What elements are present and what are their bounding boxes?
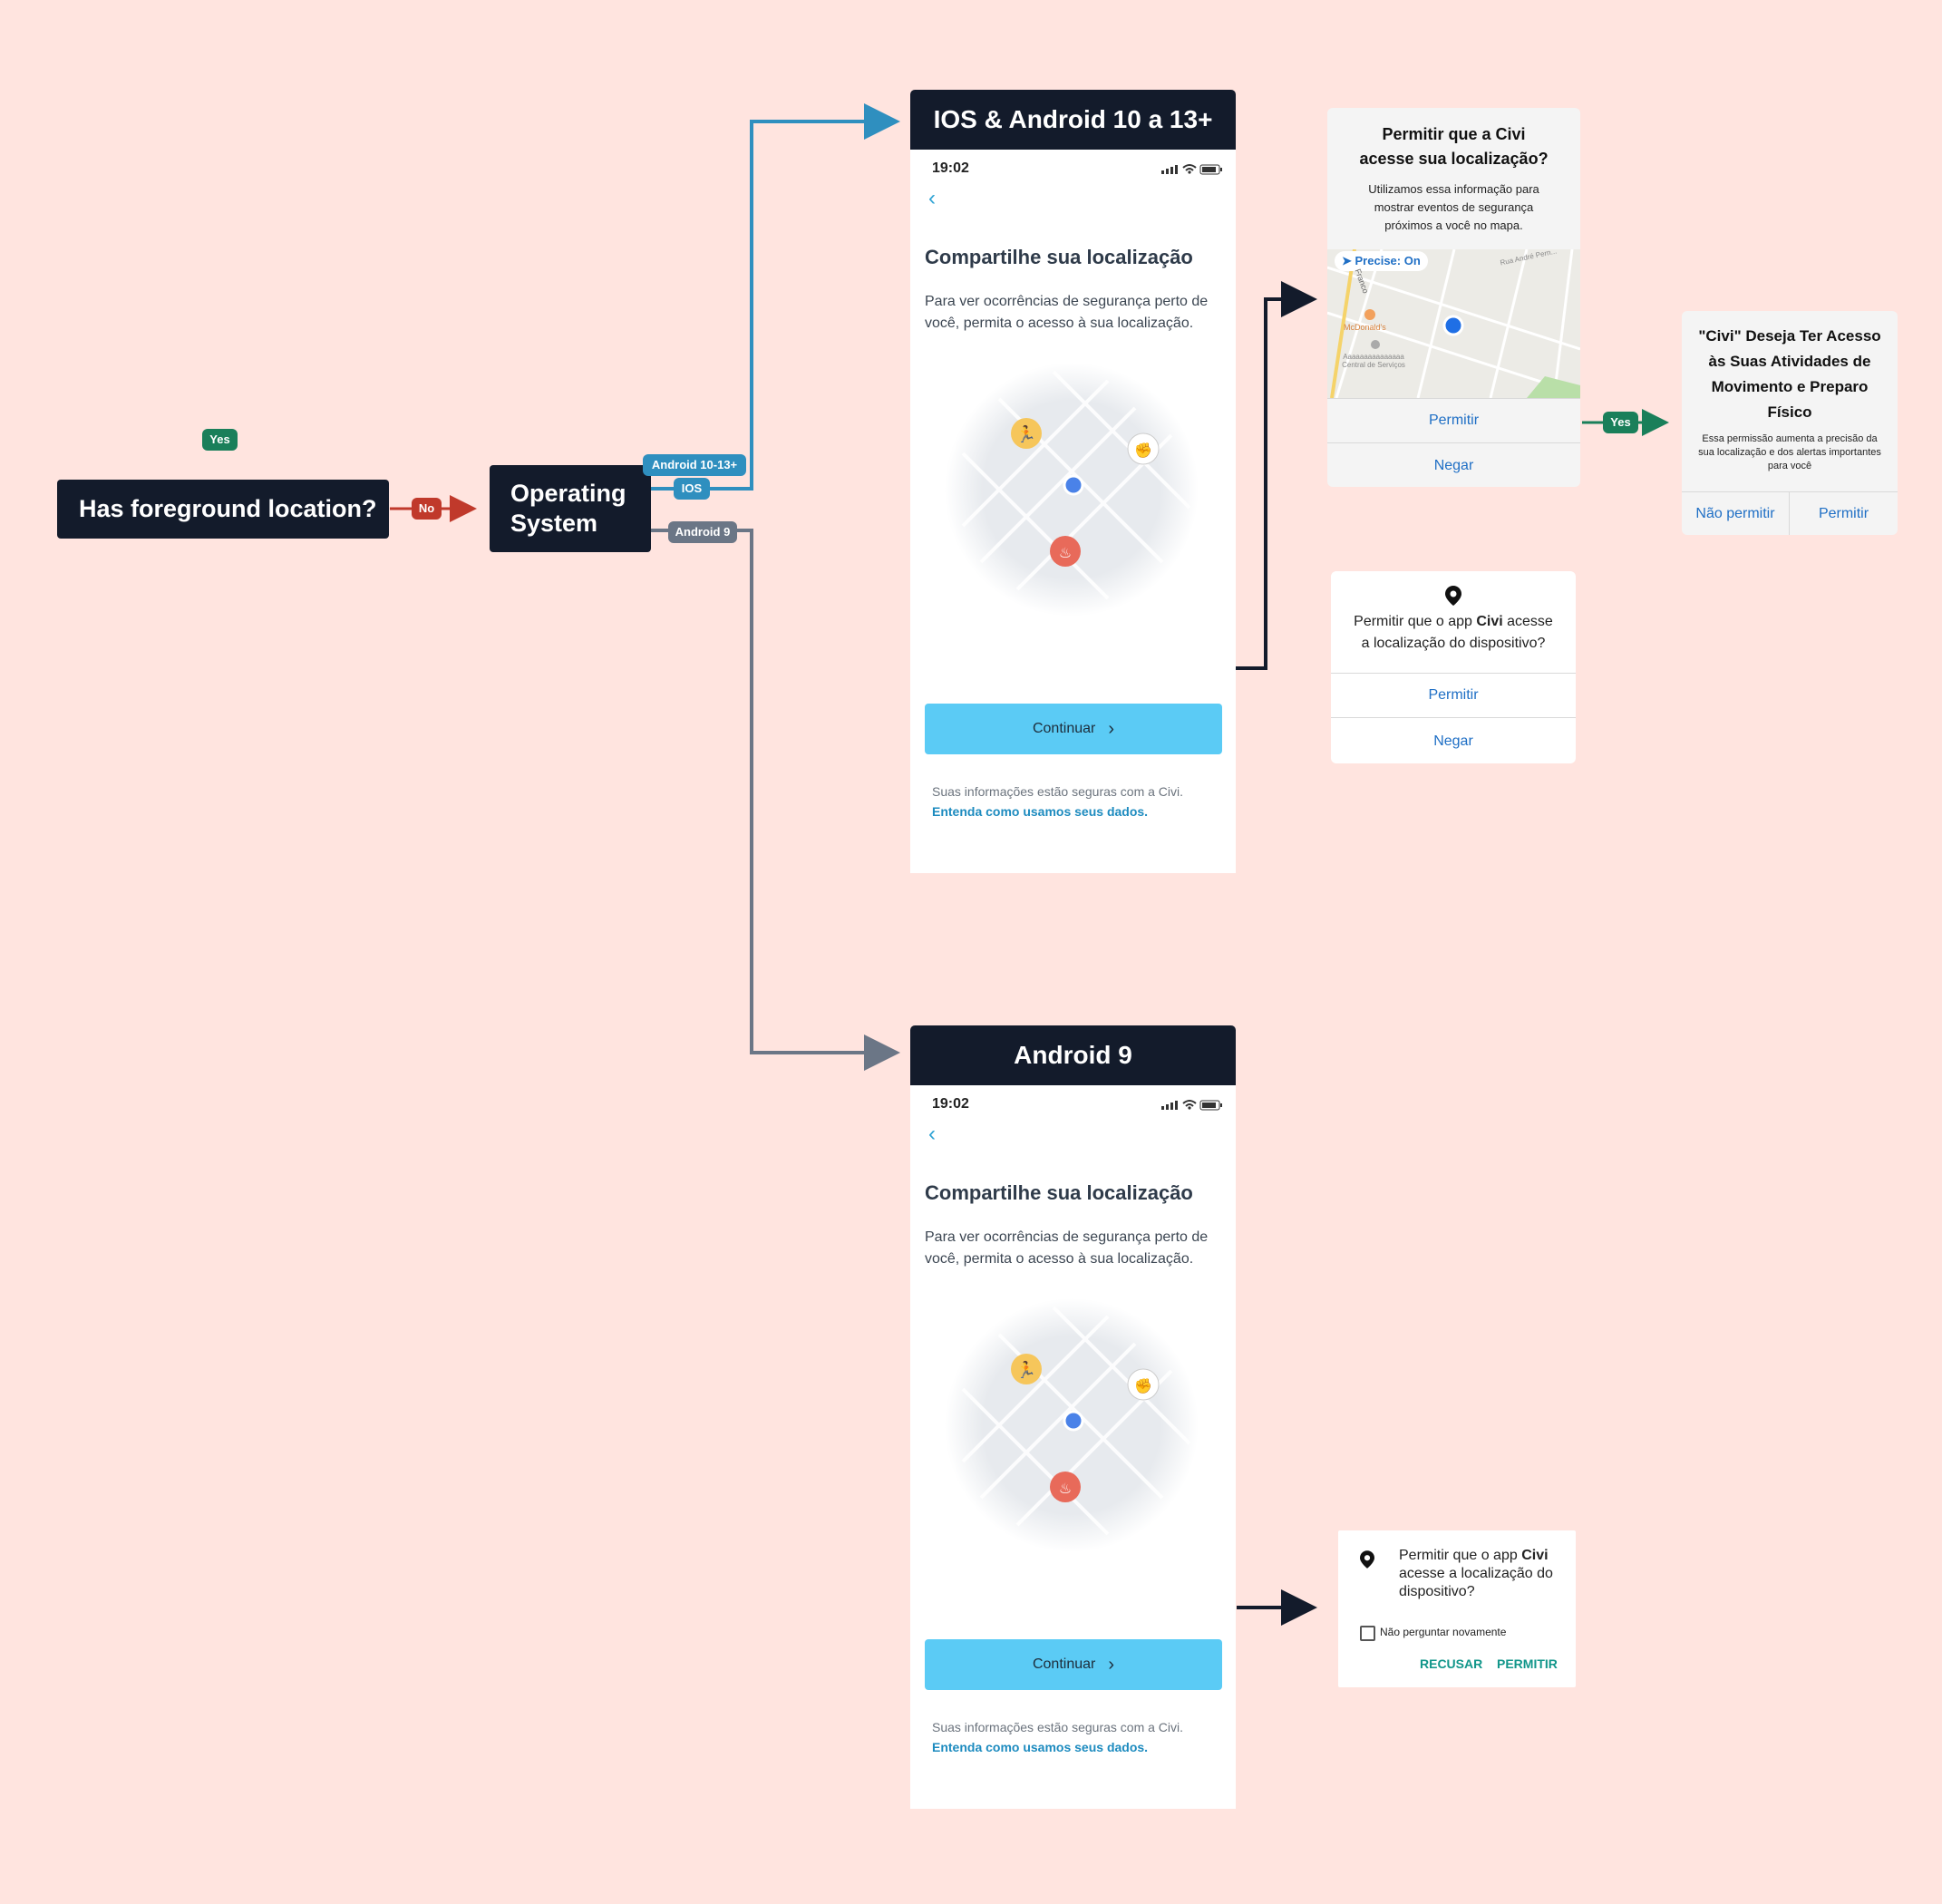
branch-ios-connector — [651, 103, 900, 491]
phone-screen-top: 19:02 ‹ Compartilhe sua localização Para… — [910, 150, 1236, 873]
decision-node-foreground-location: Has foreground location? — [57, 480, 389, 539]
map-poi-label: Aaaaaaaaaaaaaaa Central de Serviços — [1342, 353, 1405, 369]
status-icons — [1161, 1098, 1223, 1115]
privacy-link[interactable]: Entenda como usamos seus dados. — [932, 1740, 1149, 1754]
svg-text:✊: ✊ — [1134, 1377, 1152, 1394]
status-time: 19:02 — [932, 160, 969, 176]
android10-location-dialog: Permitir que o app Civi acesse a localiz… — [1331, 571, 1576, 763]
back-button[interactable]: ‹ — [928, 186, 936, 210]
decision-node-operating-system: Operating System — [490, 465, 651, 552]
deny-button[interactable]: Negar — [1331, 717, 1576, 763]
no-tag: No — [412, 498, 442, 520]
map-poi-label: McDonald's — [1344, 323, 1386, 332]
deny-button[interactable]: Não permitir — [1682, 491, 1790, 535]
dialog-message-end: acesse a localização do dispositivo? — [1361, 614, 1553, 651]
privacy-note: Suas informações estão seguras com a Civ… — [932, 1720, 1184, 1734]
branch-tag-android-9: Android 9 — [668, 521, 737, 543]
screen-header-android9: Android 9 — [910, 1025, 1236, 1085]
dialog-app-name: Civi — [1521, 1548, 1549, 1563]
svg-text:✊: ✊ — [1134, 442, 1152, 459]
privacy-link[interactable]: Entenda como usamos seus dados. — [932, 804, 1149, 819]
allow-button[interactable]: Permitir — [1331, 673, 1576, 717]
continue-button-label: Continuar — [1032, 721, 1096, 736]
allow-button[interactable]: Permitir — [1327, 398, 1580, 442]
dialog-message-end: acesse a localização do dispositivo? — [1399, 1566, 1553, 1599]
dont-ask-label: Não perguntar novamente — [1380, 1626, 1507, 1638]
svg-text:🏃: 🏃 — [1016, 1360, 1036, 1380]
dialog-message: Permitir que o app Civi acesse a localiz… — [1399, 1547, 1562, 1601]
motion-permission-dialog: "Civi" Deseja Ter Acesso às Suas Ativida… — [1682, 311, 1898, 535]
ios-location-dialog: Permitir que a Civi acesse sua localizaç… — [1327, 108, 1580, 487]
location-pin-icon — [1360, 1550, 1374, 1573]
branch-android9-connector — [651, 529, 900, 1071]
dont-ask-checkbox[interactable] — [1360, 1626, 1375, 1641]
chevron-right-icon: › — [1108, 718, 1115, 739]
dialog-message-start: Permitir que o app — [1354, 614, 1477, 629]
allow-button[interactable]: PERMITIR — [1497, 1656, 1558, 1671]
precise-pill[interactable]: ➤ Precise: On — [1335, 251, 1428, 271]
continue-top-connector — [1222, 281, 1317, 670]
dialog-message: Permitir que o app Civi acesse a localiz… — [1351, 611, 1556, 655]
continue-button[interactable]: Continuar › — [925, 1639, 1222, 1690]
svg-text:🏃: 🏃 — [1016, 424, 1036, 444]
status-time: 19:02 — [932, 1096, 969, 1112]
screen-title: Compartilhe sua localização — [925, 1181, 1193, 1204]
map-illustration: 🏃 ✊ ♨ — [945, 1298, 1199, 1552]
location-arrow-icon: ➤ — [1342, 254, 1355, 267]
android9-location-dialog: Permitir que o app Civi acesse a localiz… — [1338, 1530, 1576, 1687]
phone-screen-bottom: 19:02 ‹ Compartilhe sua localização Para… — [910, 1085, 1236, 1809]
branch-tag-android-10-13: Android 10-13+ — [643, 454, 746, 476]
screen-description: Para ver ocorrências de segurança perto … — [925, 294, 1209, 331]
deny-button[interactable]: Negar — [1327, 442, 1580, 487]
screen-description: Para ver ocorrências de segurança perto … — [925, 1229, 1209, 1267]
dialog-title: Permitir que a Civi acesse sua localizaç… — [1359, 125, 1549, 168]
refuse-button[interactable]: RECUSAR — [1420, 1656, 1483, 1671]
screen-title: Compartilhe sua localização — [925, 246, 1193, 268]
continue-button[interactable]: Continuar › — [925, 704, 1222, 754]
continue-button-label: Continuar — [1032, 1656, 1096, 1672]
location-pin-icon — [1445, 586, 1461, 610]
map-illustration: 🏃 ✊ ♨ — [945, 363, 1199, 617]
precise-label: Precise: On — [1355, 254, 1421, 267]
svg-text:♨: ♨ — [1059, 544, 1072, 561]
dialog-body: Essa permissão aumenta a precisão da sua… — [1698, 433, 1881, 471]
back-button[interactable]: ‹ — [928, 1122, 936, 1146]
allow-button[interactable]: Permitir — [1790, 491, 1898, 535]
dialog-message-start: Permitir que o app — [1399, 1548, 1522, 1563]
dialog-app-name: Civi — [1476, 614, 1503, 629]
dialog-title: "Civi" Deseja Ter Acesso às Suas Ativida… — [1698, 327, 1881, 421]
branch-tag-ios: IOS — [674, 478, 710, 500]
yes-tag: Yes — [202, 429, 238, 451]
status-icons — [1161, 162, 1223, 180]
screen-header-ios-android10: IOS & Android 10 a 13+ — [910, 90, 1236, 150]
dialog-body: Utilizamos essa informação para mostrar … — [1368, 182, 1539, 232]
svg-text:♨: ♨ — [1059, 1480, 1072, 1497]
yes-tag: Yes — [1603, 412, 1638, 433]
chevron-right-icon: › — [1108, 1654, 1115, 1675]
privacy-note: Suas informações estão seguras com a Civ… — [932, 784, 1184, 799]
dialog-map-preview: ➤ Precise: On Rua André Pern... Franco M… — [1327, 249, 1580, 398]
